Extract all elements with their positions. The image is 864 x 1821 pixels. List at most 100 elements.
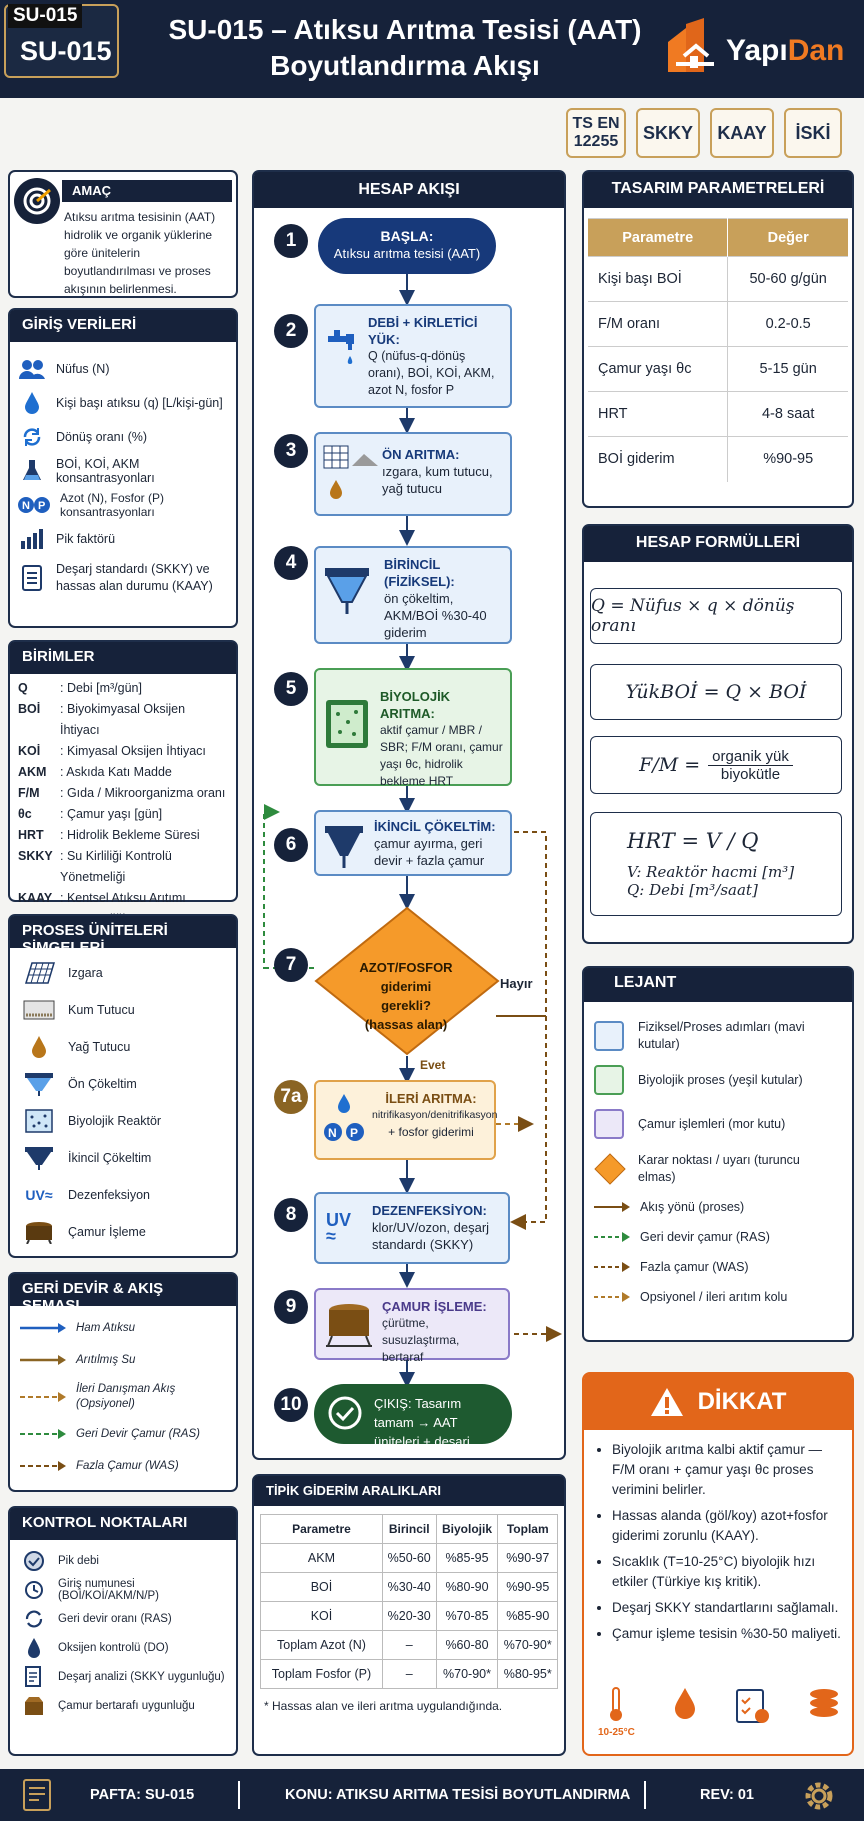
decision-no-label: Hayır [500, 976, 533, 991]
table-row: BOİ giderim%90-95 [588, 436, 848, 482]
legend-item: Fazla çamur (WAS) [594, 1252, 842, 1282]
checkpoint-item: Giriş numunesi (BOİ/KOİ/AKM/N/P) [20, 1575, 226, 1604]
legend-title: LEJANT [584, 968, 852, 1002]
arrow-dashed-orange-icon [20, 1392, 66, 1402]
flask-icon [18, 459, 46, 483]
legend-swatch-green [594, 1065, 624, 1095]
standard-badge: TS EN 12255 [566, 108, 626, 158]
warning-item: Biyolojik arıtma kalbi aktif çamur — F/M… [612, 1440, 842, 1500]
standard-badge: KAAY [710, 108, 774, 158]
arrow-dashed-brown-icon [20, 1461, 66, 1471]
faucet-icon [324, 326, 360, 374]
step-number: 5 [274, 672, 308, 706]
unit-row: Q: Debi [m³/gün] [18, 681, 142, 695]
step-number: 7 [274, 948, 308, 982]
decision-diamond [314, 906, 500, 1056]
legend-diamond [594, 1153, 626, 1185]
drop-icon [674, 1688, 695, 1719]
decision-text: AZOT/FOSFOR giderimi gerekli? (hassas al… [359, 960, 453, 1032]
flow-title: HESAP AKIŞI [254, 172, 564, 208]
warning-icon [650, 1388, 683, 1416]
purpose-text: Atıksu arıtma tesisinin (AAT) hidrolik v… [64, 210, 216, 296]
logo-text-a: Yapı [726, 34, 788, 67]
legend-panel: LEJANT Fiziksel/Proses adımları (mavi ku… [582, 966, 854, 1342]
oil-drop-icon [20, 1035, 58, 1059]
secondary-clarifier-icon [20, 1146, 58, 1170]
input-item: Pik faktörü [18, 522, 228, 556]
checklist-icon [736, 1689, 770, 1723]
purpose-title: AMAÇ [62, 180, 232, 202]
symbols-title: PROSES ÜNİTELERİ SİMGELERİ [10, 916, 236, 956]
recycle-item: Fazla Çamur (WAS) [20, 1450, 226, 1482]
unit-row: F/M: Gıda / Mikroorganizma oranı [18, 786, 226, 800]
pretreatment-icons [322, 444, 380, 508]
table-row: Toplam Fosfor (P)–%70-90*%80-95* [260, 1659, 558, 1689]
svg-text:N: N [328, 1126, 337, 1140]
step-8-box: UV≈ DEZENFEKSİYON:klor/UV/ozon, deşarj s… [314, 1192, 510, 1264]
step-number: 4 [274, 546, 308, 580]
units-title: BİRİMLER [10, 642, 236, 674]
svg-text:P: P [350, 1126, 358, 1140]
symbols-panel: PROSES ÜNİTELERİ SİMGELERİ Izgara Kum Tu… [8, 914, 238, 1258]
drop-icon [20, 1636, 48, 1660]
step-2-box: DEBİ + KİRLETİCİ YÜK:Q (nüfus-q-dönüş or… [314, 304, 512, 408]
unit-row: SKKY: Su Kirliliği Kontrolü Yönetmeliği [18, 849, 172, 884]
standard-badge: SKKY [636, 108, 700, 158]
clarifier-icon [20, 1072, 58, 1096]
arrow-brown-icon [20, 1355, 66, 1365]
bars-icon [18, 527, 46, 551]
unit-row: KOİ: Kimyasal Oksijen İhtiyacı [18, 744, 206, 758]
thermometer-icon: 10-25°C [598, 1686, 635, 1738]
recycle-item: Geri Devir Çamur (RAS) [20, 1418, 226, 1450]
arrow-blue-icon [20, 1323, 66, 1333]
gear-icon [802, 1779, 836, 1817]
recycle-panel: GERİ DEVİR & AKIŞ ŞEMASI Ham Atıksu Arıt… [8, 1272, 238, 1492]
people-icon [18, 357, 46, 381]
symbol-item: Biyolojik Reaktör [20, 1102, 226, 1139]
warning-list: Biyolojik arıtma kalbi aktif çamur — F/M… [584, 1430, 852, 1644]
table-row: AKM%50-60%85-95%90-97 [260, 1543, 558, 1573]
recycle-item: Arıtılmış Su [20, 1344, 226, 1376]
check-circle-icon [328, 1396, 362, 1435]
start-node: BAŞLA:Atıksu arıtma tesisi (AAT) [318, 218, 496, 274]
legend-item: Fiziksel/Proses adımları (mavi kutular) [594, 1014, 842, 1058]
clarifier-icon [324, 566, 370, 622]
warning-title: DİKKAT [697, 1388, 787, 1415]
recycle-item: İleri Danışman Akış (Opsiyonel) [20, 1376, 226, 1418]
sludge-icon [20, 1220, 58, 1244]
legend-line-brown [594, 1262, 630, 1272]
checkpoint-item: Deşarj analizi (SKKY uygunluğu) [20, 1662, 226, 1691]
legend-item: Geri devir çamur (RAS) [594, 1222, 842, 1252]
unit-row: HRT: Hidrolik Bekleme Süresi [18, 828, 200, 842]
cycle-icon [20, 1607, 48, 1631]
svg-text:N: N [22, 500, 30, 512]
unit-row: AKM: Askıda Katı Madde [18, 765, 172, 779]
step-number: 10 [274, 1388, 308, 1422]
warning-item: Deşarj SKKY standartlarını sağlamalı. [612, 1598, 842, 1618]
unit-row: θc: Çamur yaşı [gün] [18, 807, 163, 821]
legend-item: Opsiyonel / ileri arıtım kolu [594, 1282, 842, 1312]
report-icon [20, 1665, 48, 1689]
symbol-item: Yağ Tutucu [20, 1028, 226, 1065]
svg-text:P: P [38, 500, 45, 512]
drawing-code-big: SU-015 [20, 36, 112, 66]
checkpoint-item: Oksijen kontrolü (DO) [20, 1633, 226, 1662]
warning-icons-row: 10-25°C [598, 1686, 842, 1738]
cycle-icon [18, 425, 46, 449]
uv-icon: UV≈ [326, 1210, 352, 1246]
footer-topic: KONU: ATIKSU ARITMA TESİSİ BOYUTLANDIRMA [285, 1787, 631, 1803]
unit-row: BOİ: Biyokimyasal Oksijen İhtiyacı [18, 702, 186, 737]
symbol-item: Çamur İşleme [20, 1213, 226, 1250]
